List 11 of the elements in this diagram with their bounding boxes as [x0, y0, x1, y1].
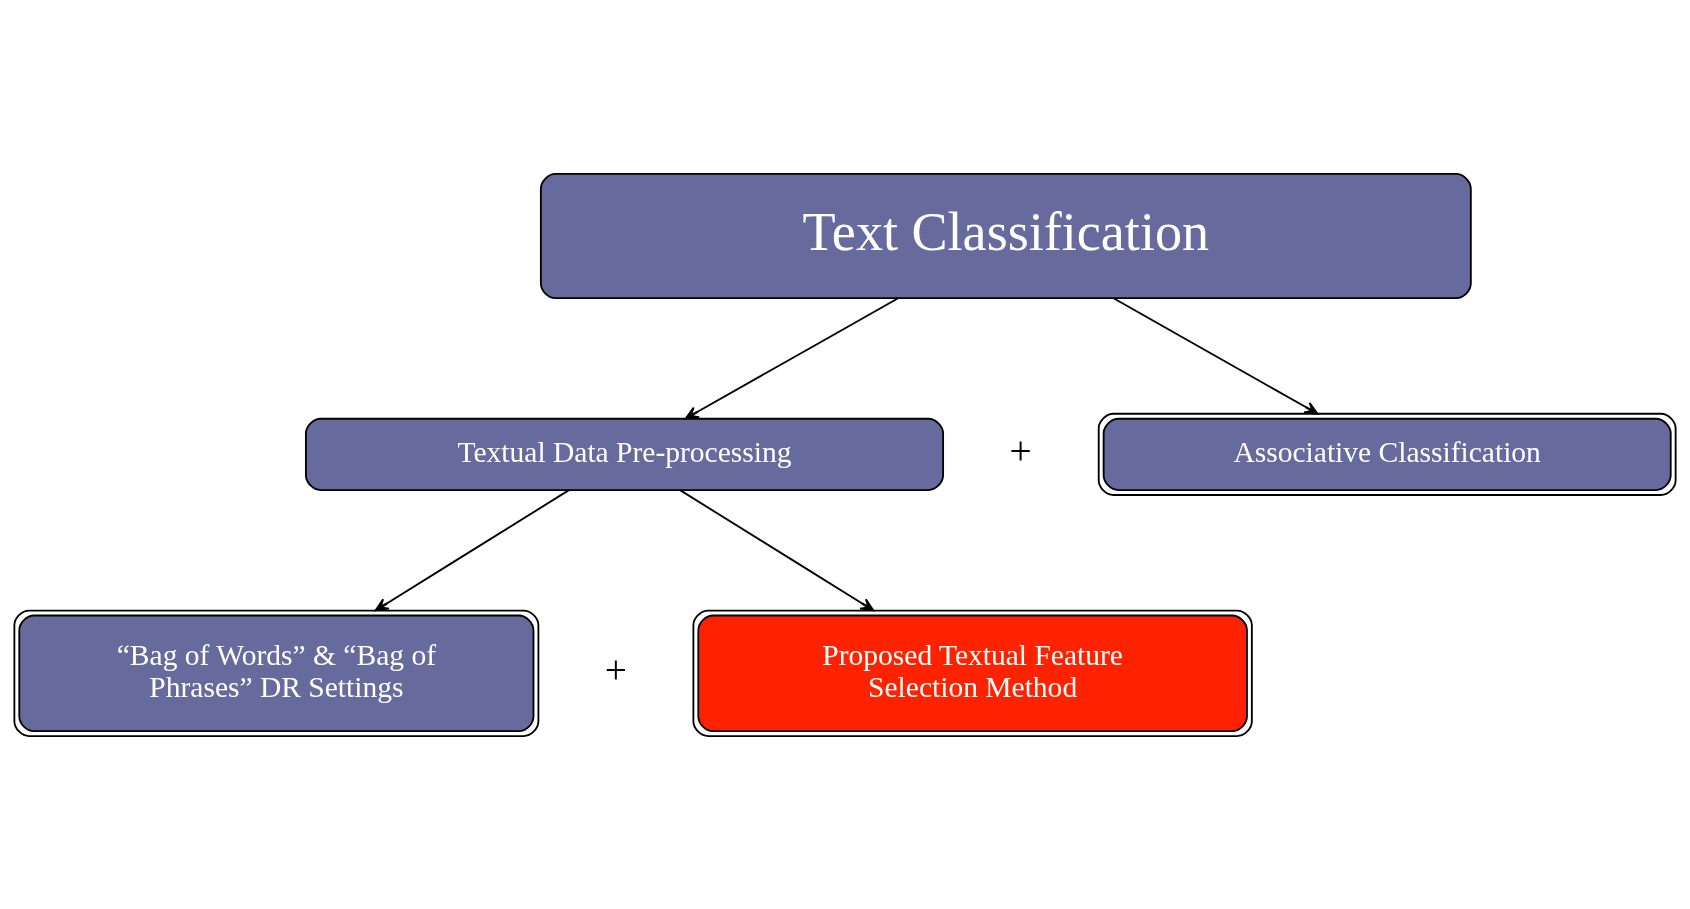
- arrow: [374, 488, 570, 611]
- arrow: [1112, 296, 1319, 415]
- node-box: “Bag of Words” & “Bag of Phrases” DR Settings: [13, 609, 540, 737]
- label: +: [1009, 428, 1032, 473]
- node-box: Associative Classification: [1097, 412, 1677, 496]
- node-box: Proposed Textual Feature Selection Method: [692, 609, 1253, 737]
- label: +: [604, 647, 627, 692]
- arrow: [684, 296, 899, 419]
- arrow: [679, 488, 875, 611]
- node-box: Textual Data Pre-processing: [305, 417, 945, 491]
- node-box: Text Classification: [539, 172, 1472, 299]
